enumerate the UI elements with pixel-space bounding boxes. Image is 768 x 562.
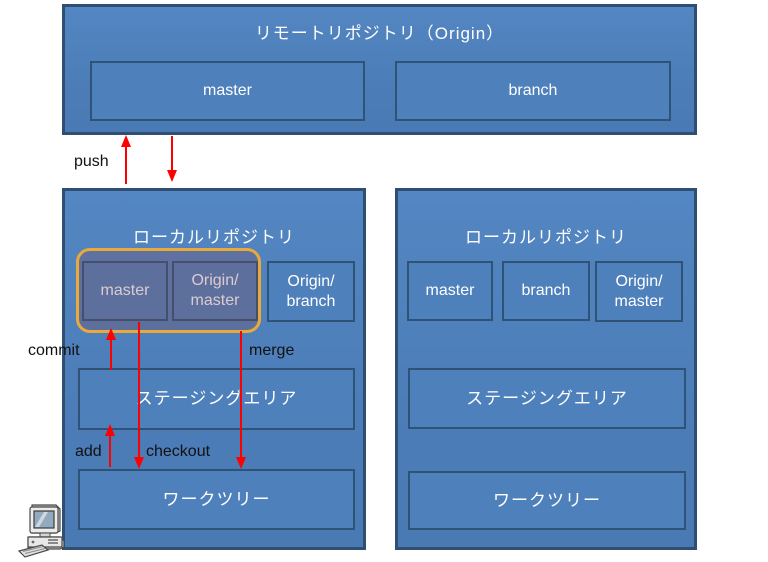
remote-repo-box: リモートリポジトリ（Origin） master branch [62,4,697,135]
commit-label: commit [28,342,80,359]
remote-branch-branch: branch [395,61,671,121]
local-repo-right-box: ローカルリポジトリ master branch Origin/ master ス… [395,188,697,550]
remote-repo-title: リモートリポジトリ（Origin） [254,24,505,43]
branch-label: Origin/ branch [286,272,336,310]
desktop-computer-icon [18,504,65,558]
local-right-branch-origin-master: Origin/ master [595,261,683,322]
local-repo-left-box: ローカルリポジトリ master Origin/ master Origin/ … [62,188,366,550]
local-left-branch-master: master [82,261,168,321]
checkout-label: checkout [146,443,211,460]
add-label: add [75,443,102,460]
branch-label: master [203,82,252,99]
push-arrow [121,135,131,184]
merge-label: merge [249,342,295,359]
branch-label: master [100,282,150,299]
local-right-worktree: ワークツリー [408,471,686,530]
staging-label: ステージングエリア [135,389,298,409]
local-repo-left-title: ローカルリポジトリ [133,228,295,247]
branch-label: branch [521,282,571,299]
staging-label: ステージングエリア [466,388,628,408]
local-right-branch-master: master [407,261,493,321]
local-left-worktree: ワークツリー [78,469,355,530]
branch-label: master [425,282,475,299]
local-repo-right-title: ローカルリポジトリ [465,228,627,247]
remote-branch-master: master [90,61,365,121]
local-left-branch-origin-branch: Origin/ branch [267,261,355,322]
local-right-branch-branch: branch [502,261,590,321]
branch-label: branch [508,82,558,99]
local-left-branch-origin-master: Origin/ master [172,261,258,321]
push-label: push [74,153,109,170]
local-left-staging-area: ステージングエリア [78,368,355,430]
local-right-staging-area: ステージングエリア [408,368,686,429]
branch-label: Origin/ master [190,272,240,309]
pull-arrow [167,136,177,182]
branch-label: Origin/ master [614,272,664,310]
worktree-label: ワークツリー [162,489,271,509]
worktree-label: ワークツリー [493,490,601,510]
